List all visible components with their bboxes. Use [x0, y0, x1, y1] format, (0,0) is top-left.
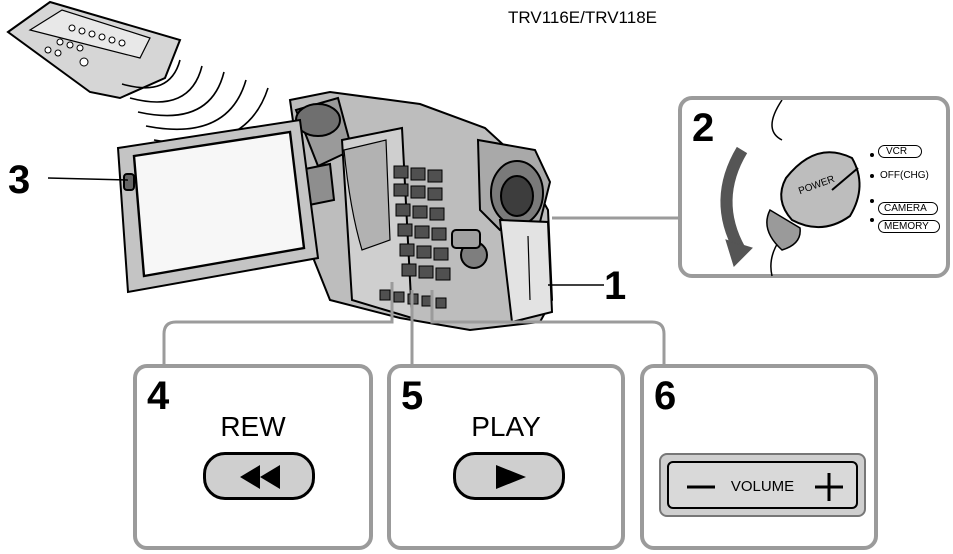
- step-4-number: 4: [147, 374, 170, 418]
- power-dial-illustration: [720, 100, 874, 277]
- step-2-number: 2: [692, 106, 715, 150]
- step-5-number: 5: [401, 374, 424, 418]
- play-icon: [496, 465, 526, 489]
- play-label: PLAY: [471, 411, 541, 442]
- callout-1: 1: [604, 264, 627, 308]
- play-panel: 5 PLAY: [387, 364, 625, 550]
- callout-3: 3: [8, 158, 31, 202]
- volume-panel: 6 VOLUME: [640, 364, 878, 550]
- vcr-position-frame: [878, 145, 922, 158]
- volume-control[interactable]: VOLUME: [659, 453, 866, 517]
- rewind-button[interactable]: [203, 452, 315, 500]
- rewind-icon: [240, 465, 280, 489]
- volume-label: VOLUME: [730, 478, 795, 495]
- dial-position-memory: MEMORY: [884, 221, 929, 232]
- rew-label: REW: [220, 411, 286, 442]
- camcorder: [116, 90, 554, 332]
- rewind-panel: 4 REW: [133, 364, 373, 550]
- callout-leaders: [47, 177, 680, 286]
- rotate-arrow-icon: [720, 146, 748, 253]
- power-switch-panel: 2 POWER VCR OFF(CHG) CAMERA MEMORY: [678, 96, 950, 278]
- camera-position-frame: [878, 202, 938, 215]
- volume-control-face: VOLUME: [667, 461, 858, 509]
- model-title: TRV116E/TRV118E: [508, 8, 657, 27]
- panel-connectors: [162, 282, 666, 366]
- plus-icon: [815, 473, 843, 501]
- dial-position-off-chg: OFF(CHG): [880, 170, 929, 181]
- memory-position-frame: [878, 220, 940, 233]
- play-button[interactable]: [453, 452, 565, 500]
- step-6-number: 6: [654, 374, 677, 418]
- volume-symbols: [687, 473, 843, 501]
- dial-position-camera: CAMERA: [884, 203, 927, 214]
- dial-position-vcr: VCR: [886, 146, 908, 157]
- remote-commander: [6, 0, 182, 100]
